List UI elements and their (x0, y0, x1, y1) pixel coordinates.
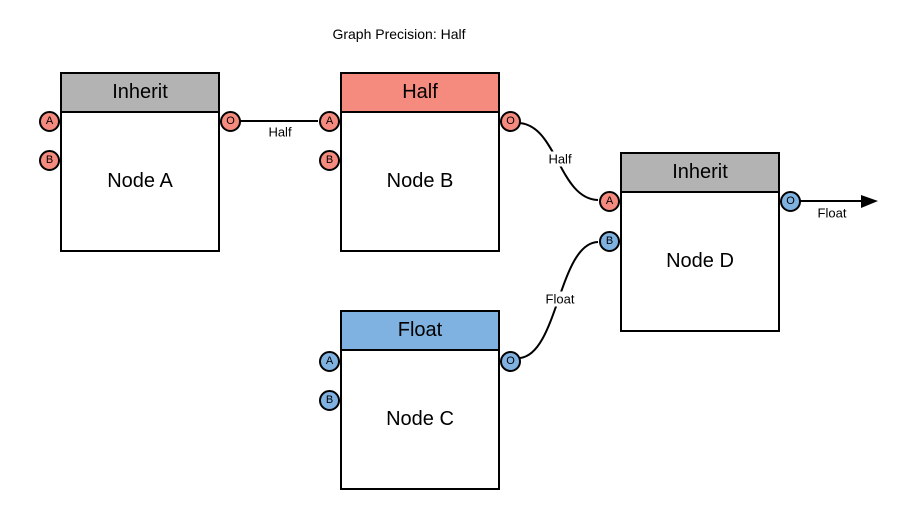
node-d-precision-header: Inherit (622, 154, 778, 193)
node-d-port-a[interactable]: A (599, 191, 620, 212)
node-c-port-b[interactable]: B (319, 390, 340, 411)
node-d-port-o[interactable]: O (780, 191, 801, 212)
node-a-port-o[interactable]: O (220, 111, 241, 132)
node-b-port-a[interactable]: A (319, 111, 340, 132)
node-d-port-b[interactable]: B (599, 231, 620, 252)
node-a-precision-header: Inherit (62, 74, 218, 113)
node-b-label: Node B (386, 170, 454, 192)
node-a[interactable]: Inherit Node A (60, 72, 220, 252)
node-a-label: Node A (107, 170, 173, 192)
edge-label-c-to-d: Float (543, 291, 577, 307)
node-b-precision-header: Half (342, 74, 498, 113)
edge-label-output: Float (815, 205, 849, 221)
node-b-port-b[interactable]: B (319, 150, 340, 171)
output-arrowhead-icon (861, 195, 878, 208)
node-c-precision-header: Float (342, 312, 498, 351)
node-c-port-a[interactable]: A (319, 351, 340, 372)
node-b-port-o[interactable]: O (500, 111, 521, 132)
node-c-port-o[interactable]: O (500, 351, 521, 372)
node-c-label: Node C (386, 408, 454, 430)
node-b[interactable]: Half Node B (340, 72, 500, 252)
node-d-label: Node D (666, 250, 734, 272)
node-c[interactable]: Float Node C (340, 310, 500, 490)
edge-label-b-to-d: Half (546, 151, 574, 167)
node-d[interactable]: Inherit Node D (620, 152, 780, 332)
node-a-port-b[interactable]: B (39, 150, 60, 171)
edge-label-a-to-b: Half (266, 124, 294, 140)
node-a-port-a[interactable]: A (39, 111, 60, 132)
graph-title: Graph Precision: Half (332, 26, 466, 42)
